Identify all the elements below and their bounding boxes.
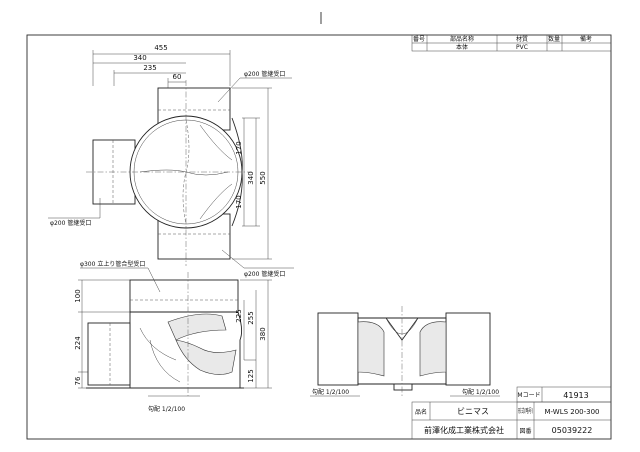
dim-front-125: 125 <box>247 369 255 382</box>
parts-header-name: 部品名称 <box>450 35 474 43</box>
parts-table: 番号 部品名称 材質 数量 備考 本体 PVC <box>411 34 612 52</box>
parts-row-name: 本体 <box>456 43 468 51</box>
parts-row-material: PVC <box>516 44 528 51</box>
name-label: 品名 <box>415 408 427 416</box>
dim-height-340: 340 <box>247 171 255 184</box>
model-value: M-WLS 200-300 <box>544 408 599 416</box>
label-inlet-top: φ200 管継受口 <box>244 70 285 78</box>
label-riser-socket: φ300 立上り管合型受口 <box>80 260 145 268</box>
side-view: 勾配 1/2/100 勾配 1/2/100 <box>310 306 500 398</box>
name-value: ビニマス <box>457 407 489 416</box>
side-scale-note-left: 勾配 1/2/100 <box>312 388 349 396</box>
dim-front-255: 255 <box>247 311 255 324</box>
title-block: Mコード 41913 品名 ビニマス 形式(略号) M-WLS 200-300 … <box>411 386 612 440</box>
drawing-no-value: 05039222 <box>552 426 593 435</box>
front-scale-note: 勾配 1/2/100 <box>148 405 185 413</box>
dim-front-380: 380 <box>259 327 267 340</box>
dim-width-340: 340 <box>133 54 146 62</box>
mcode-value: 41913 <box>563 391 588 400</box>
drawing-border <box>26 34 612 440</box>
dim-front-224: 224 <box>74 336 82 350</box>
dim-width-455: 455 <box>154 44 167 52</box>
dim-front-225: 225 <box>235 309 243 322</box>
label-inlet-left: φ200 管継受口 <box>50 219 91 227</box>
dim-width-60: 60 <box>173 73 182 81</box>
label-inlet-bottom: φ200 管継受口 <box>244 270 285 278</box>
drawing-no-label: 図番 <box>519 428 531 435</box>
mcode-label: Mコード <box>517 392 540 399</box>
side-scale-note-right: 勾配 1/2/100 <box>462 388 499 396</box>
dim-height-170-bottom: 170 <box>235 195 243 208</box>
dim-front-100: 100 <box>74 289 82 302</box>
parts-header-quantity: 数量 <box>548 35 560 43</box>
dim-height-170-top: 170 <box>235 141 243 154</box>
dim-width-235: 235 <box>143 64 156 72</box>
company-name: 前澤化成工業株式会社 <box>424 425 504 435</box>
front-view: 100 224 76 380 255 225 125 φ300 立上り管合型受口… <box>74 260 272 413</box>
top-view: 455 340 235 60 550 340 170 170 φ200 管継受口… <box>48 44 294 278</box>
dim-height-550: 550 <box>259 171 267 184</box>
dim-front-76: 76 <box>74 376 82 385</box>
parts-header-remarks: 備考 <box>580 35 592 43</box>
parts-header-no: 番号 <box>413 36 425 43</box>
model-label: 形式(略号) <box>518 407 533 415</box>
parts-header-material: 材質 <box>516 35 528 43</box>
